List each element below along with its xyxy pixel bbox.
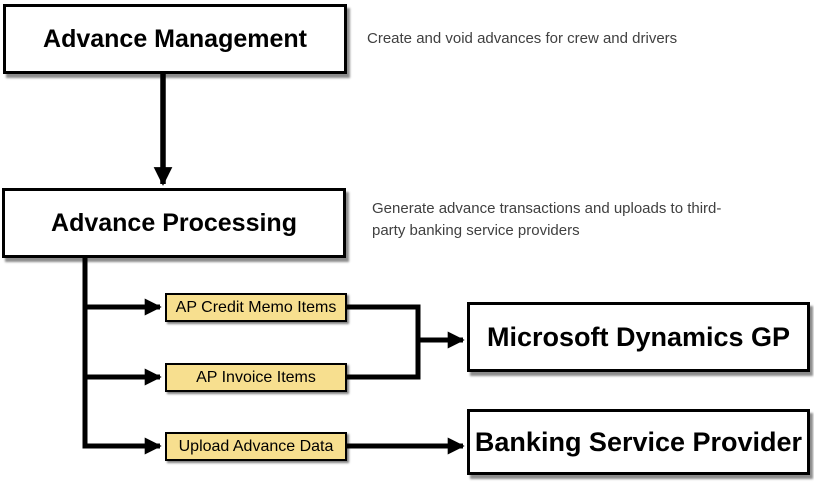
node-ap-invoice-items: AP Invoice Items [165, 363, 347, 392]
annotation-advance-management: Create and void advances for crew and dr… [367, 30, 678, 47]
node-ap-invoice-items-label: AP Invoice Items [196, 368, 316, 386]
node-advance-processing: Advance Processing [2, 188, 346, 258]
node-microsoft-dynamics-gp-label: Microsoft Dynamics GP [486, 321, 791, 352]
node-upload-advance-data-label: Upload Advance Data [178, 437, 334, 455]
edge-junction-credit-memo-invoice [347, 304, 421, 380]
node-advance-management-label: Advance Management [43, 24, 307, 53]
node-ap-credit-memo-items: AP Credit Memo Items [165, 293, 347, 322]
node-microsoft-dynamics-gp: Microsoft Dynamics GP [467, 302, 810, 372]
node-banking-service-provider: Banking Service Provider [467, 409, 810, 475]
node-advance-processing-label: Advance Processing [51, 208, 297, 237]
node-banking-service-provider-label: Banking Service Provider [474, 426, 803, 457]
edge-processing-to-upload-advance-data [82, 257, 162, 455]
annotation-advance-processing: Generate advance transactions and upload… [372, 200, 722, 239]
node-advance-management: Advance Management [3, 4, 347, 74]
node-ap-credit-memo-items-label: AP Credit Memo Items [175, 298, 337, 316]
node-upload-advance-data: Upload Advance Data [165, 432, 347, 461]
